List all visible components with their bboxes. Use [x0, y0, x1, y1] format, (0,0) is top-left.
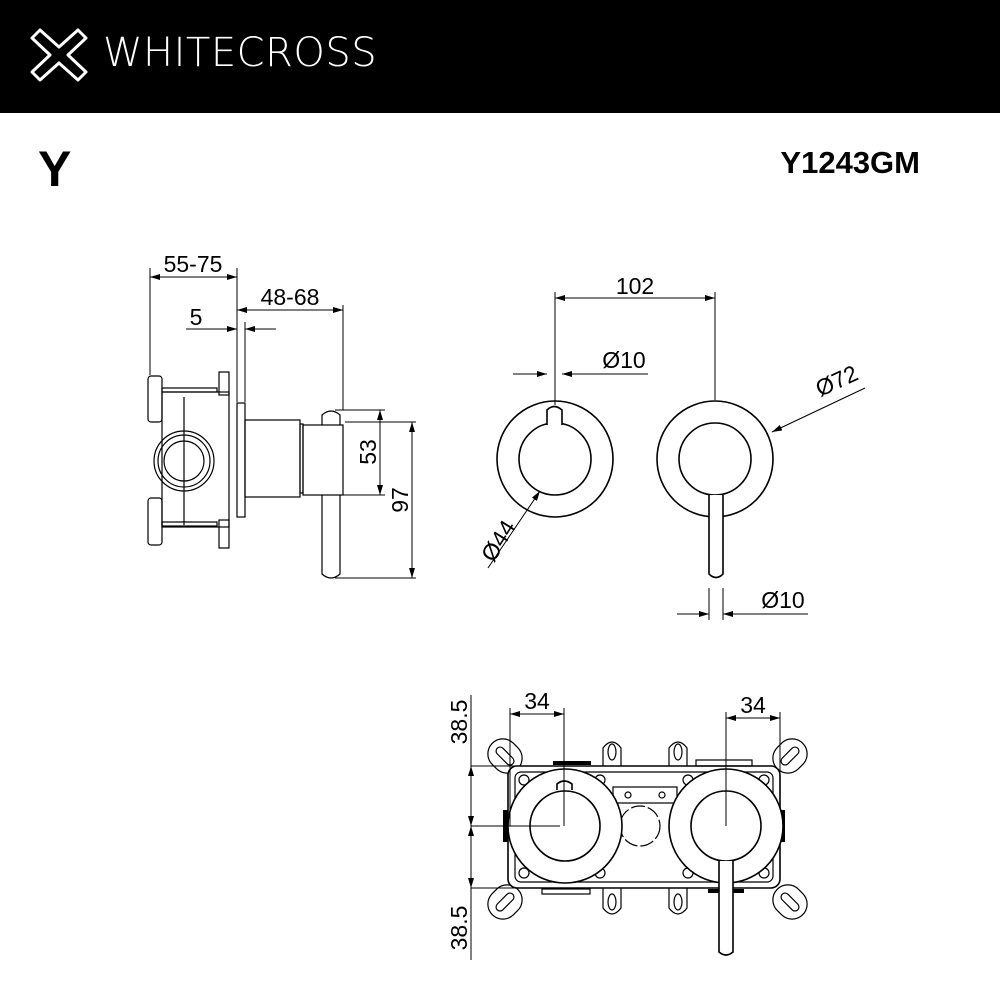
brand-header: WHITECROSS: [0, 0, 1000, 113]
dim-inner: Ø44: [476, 515, 521, 566]
side-view: 55-75 48-68 5 53 97: [147, 251, 416, 579]
model-number: Y1243GM: [780, 145, 920, 180]
dim-lever-bottom: Ø10: [761, 587, 804, 613]
dim-left-offset: 34: [524, 688, 550, 714]
dim-handle-height: 53: [355, 439, 381, 465]
cross-logo-icon: [30, 28, 88, 82]
dim-total-height: 97: [387, 487, 413, 513]
dim-plate: 5: [190, 304, 203, 330]
series-letter: Y: [38, 141, 72, 197]
dim-right-offset: 34: [740, 692, 766, 718]
dim-lever-top: Ø10: [602, 347, 645, 373]
brand-name: WHITECROSS: [103, 30, 378, 76]
dim-outer: Ø72: [811, 360, 861, 402]
dim-depth: 55-75: [164, 251, 223, 277]
dim-projection: 48-68: [261, 284, 320, 310]
box-view: 34 34 38.5 38.5: [446, 688, 808, 960]
dim-bottom: 38.5: [446, 906, 472, 951]
front-view: 102 Ø10 Ø72 Ø44 Ø10: [476, 273, 866, 620]
dim-top: 38.5: [446, 700, 472, 745]
dim-centers: 102: [616, 273, 654, 299]
